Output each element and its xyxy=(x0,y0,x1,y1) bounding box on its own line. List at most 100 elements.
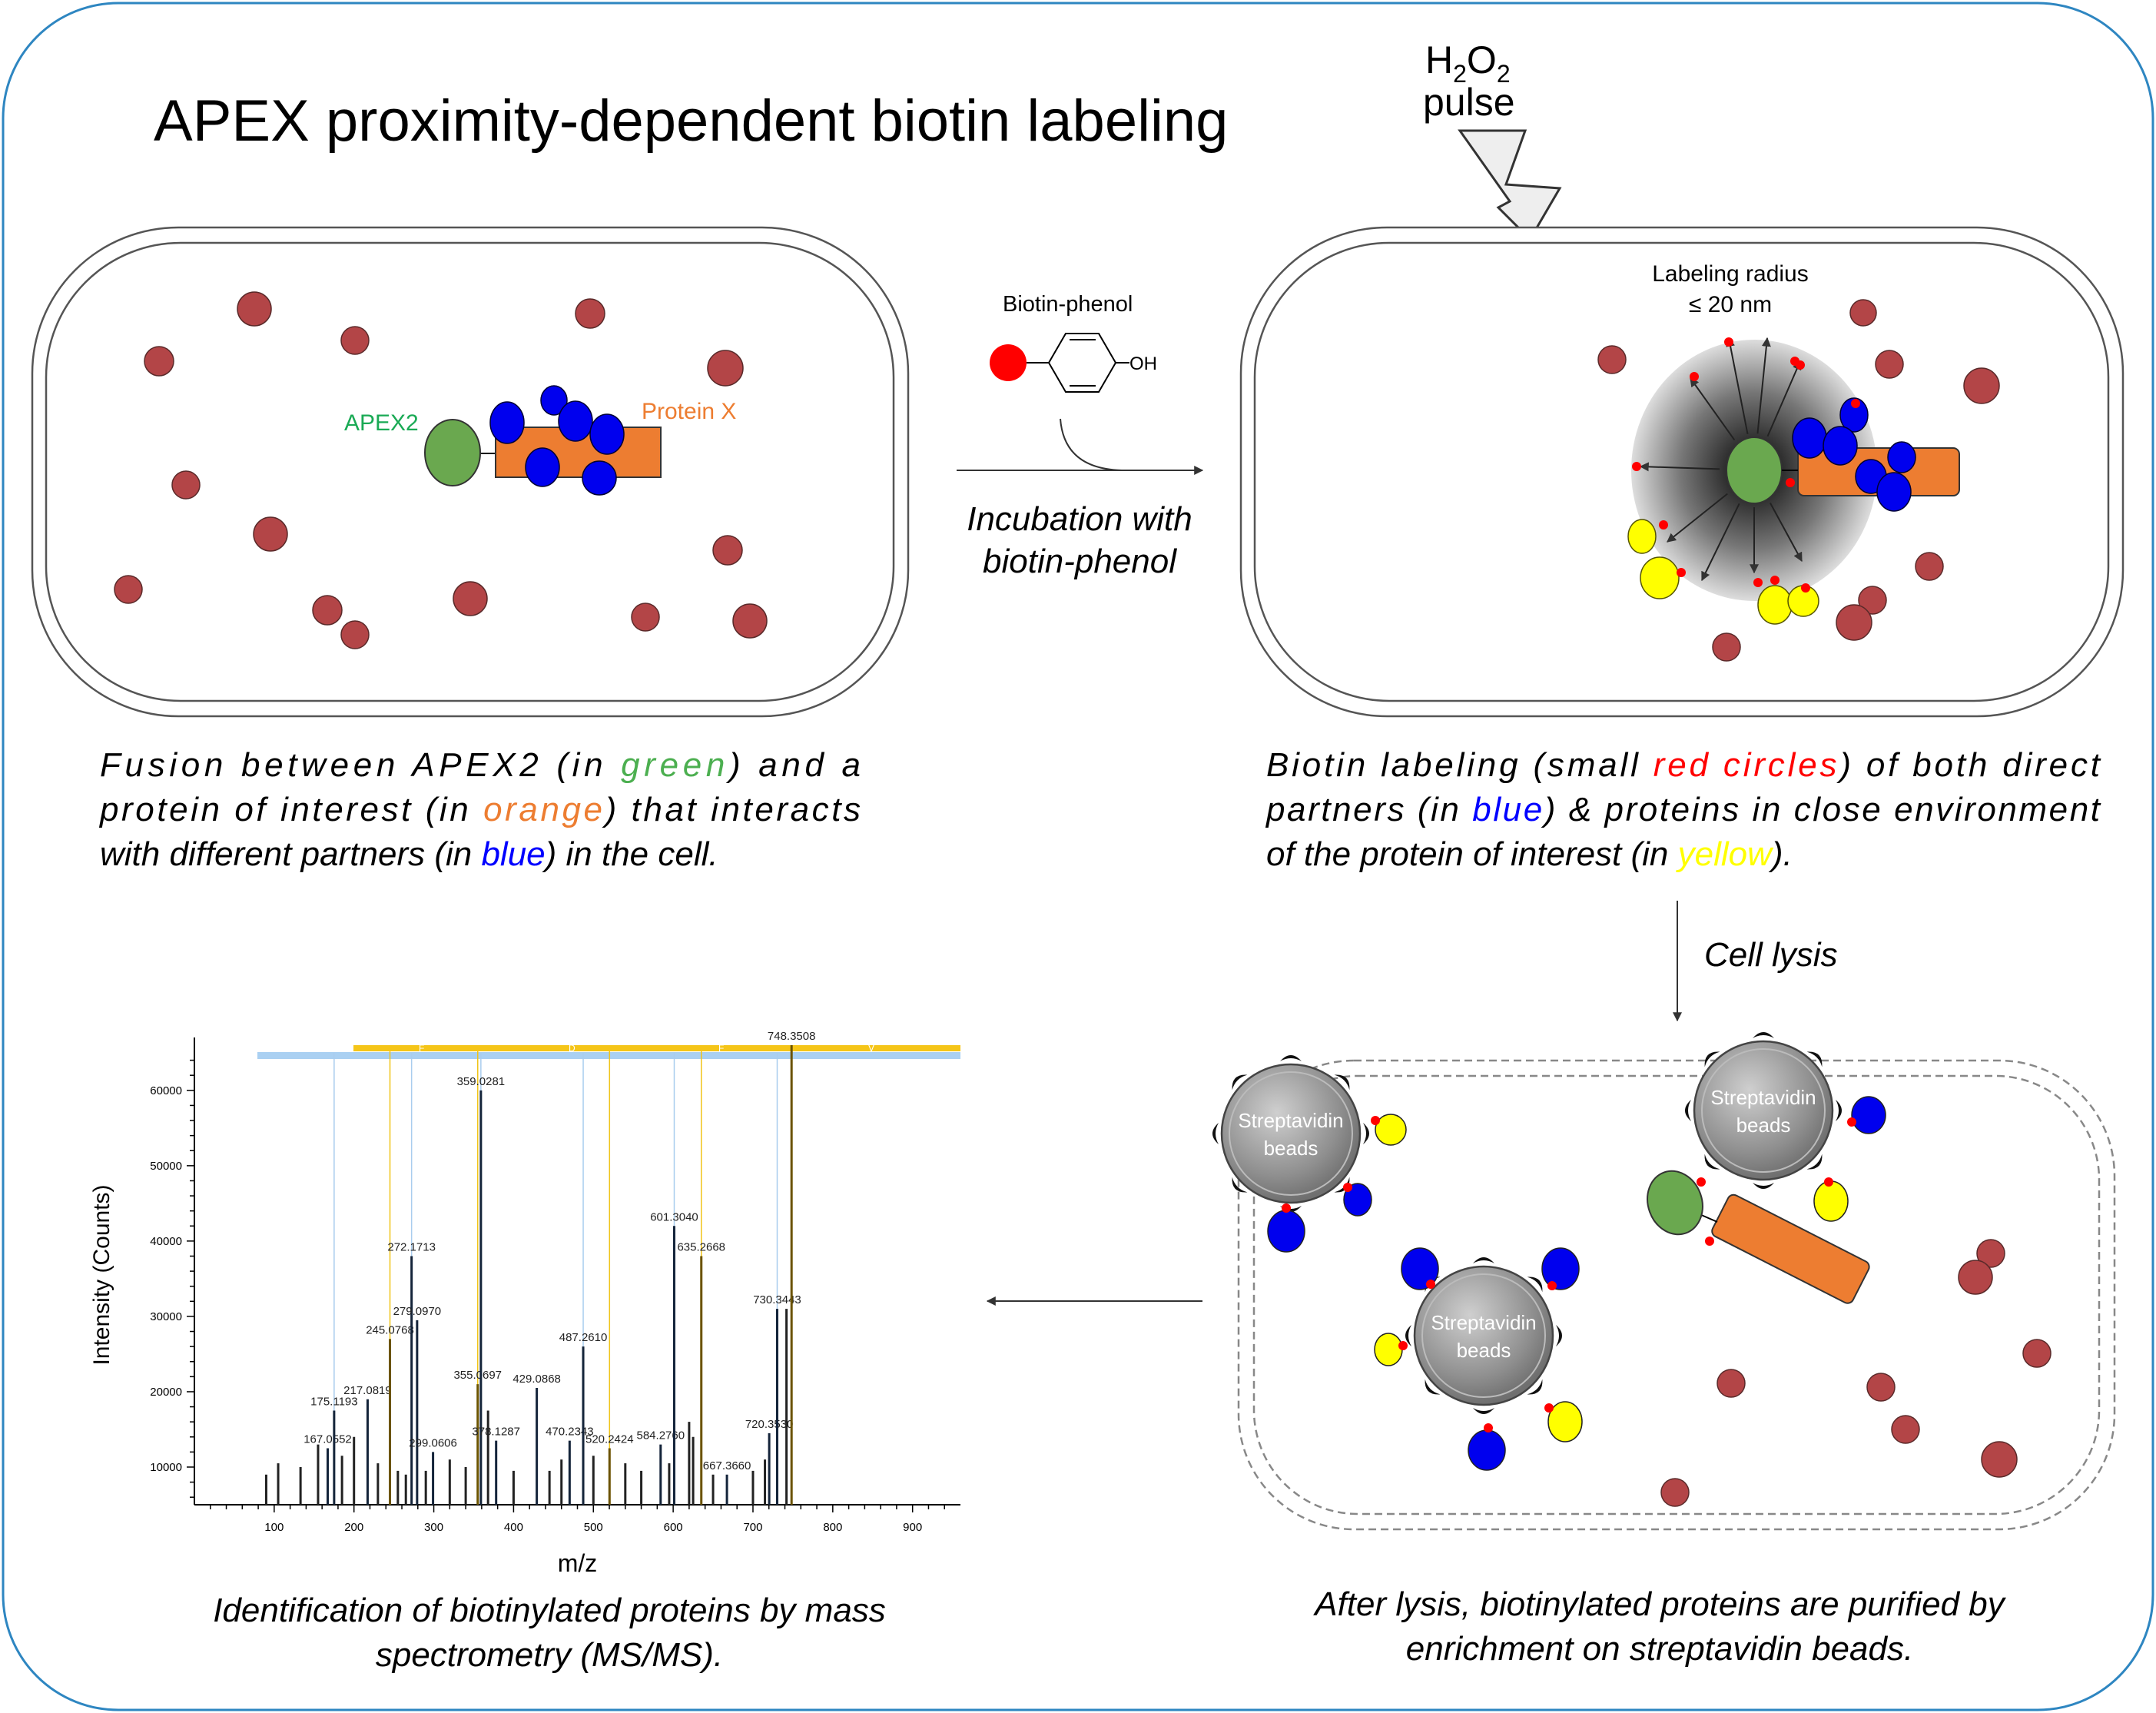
bead-label: beads xyxy=(1264,1137,1318,1160)
x-tick-label: 800 xyxy=(823,1521,842,1534)
h2o2-label: H2O2 xyxy=(1425,38,1511,88)
streptavidin-site xyxy=(1527,1379,1543,1395)
streptavidin-site xyxy=(1685,1100,1691,1121)
peak-label: 487.2610 xyxy=(559,1331,608,1344)
biotin-label-dot xyxy=(1753,578,1763,587)
x-tick-label: 500 xyxy=(584,1521,603,1534)
bead-label: beads xyxy=(1736,1114,1791,1137)
peak-label: 748.3508 xyxy=(768,1030,816,1043)
streptavidin-site xyxy=(1806,1051,1823,1067)
biotin-label-dot xyxy=(1724,337,1733,347)
y-tick-label: 30000 xyxy=(150,1310,182,1323)
peak-label: 359.0281 xyxy=(457,1075,506,1088)
streptavidin-site xyxy=(1753,1032,1774,1038)
panel-2-cell: Labeling radius ≤ 20 nm xyxy=(1239,226,2124,718)
protein-dot xyxy=(712,535,743,566)
caption-segment: red circles xyxy=(1653,746,1837,784)
biotin-label-dot xyxy=(1697,1177,1706,1187)
sequence-bar-b-ions xyxy=(257,1052,960,1059)
peak-label: 730.3443 xyxy=(753,1293,801,1306)
peak-label: 355.0697 xyxy=(453,1369,502,1382)
environment-protein xyxy=(1757,585,1793,625)
x-tick-label: 700 xyxy=(743,1521,762,1534)
protein-dot xyxy=(707,350,744,387)
protein-dot xyxy=(171,470,201,500)
streptavidin-site xyxy=(1527,1276,1543,1293)
apex2-protein-x-complex xyxy=(1647,1170,1870,1304)
streptavidin-site xyxy=(1425,1379,1441,1395)
biotin-label-dot xyxy=(1632,462,1641,471)
biotin-label-dot xyxy=(1343,1183,1352,1192)
biotin-label-dot xyxy=(1770,576,1780,585)
caption-segment: blue xyxy=(1472,791,1542,828)
protein-dot xyxy=(1717,1369,1746,1398)
biotin-label-dot xyxy=(1824,1177,1833,1187)
cap1-line: protein of interest (in orange) that int… xyxy=(98,791,861,828)
caption-segment: green xyxy=(621,746,725,784)
biotin-label-dot xyxy=(1544,1403,1554,1413)
biotin-label-dot xyxy=(1851,399,1860,408)
bead-rim xyxy=(1229,1071,1353,1196)
protein-dot xyxy=(1981,1441,2018,1478)
peak-label: 217.0819 xyxy=(343,1384,392,1397)
protein-dot xyxy=(1660,1478,1690,1507)
panel-1-cell: APEX2 Protein X xyxy=(31,226,910,718)
protein-dot xyxy=(253,516,288,552)
partner-protein xyxy=(540,385,568,416)
protein-dot xyxy=(1891,1415,1920,1444)
biotin-label-dot xyxy=(1282,1203,1291,1213)
biotin-label-dot xyxy=(1371,1116,1380,1125)
bead-label: Streptavidin xyxy=(1431,1311,1536,1334)
environment-protein xyxy=(1547,1401,1583,1442)
biotin-label-dot xyxy=(1796,360,1805,370)
apex2-enzyme xyxy=(424,419,481,486)
caption-segment: partners (in xyxy=(1265,791,1471,828)
y-axis-label: Intensity (Counts) xyxy=(89,1184,114,1365)
labeling-arrow xyxy=(1690,377,1736,441)
cap1-line: Fusion between APEX2 (in green) and a xyxy=(100,746,861,784)
streptavidin-site xyxy=(1704,1154,1720,1170)
caption-segment: with different partners (in xyxy=(100,835,481,873)
streptavidin-site xyxy=(1212,1123,1219,1144)
peak-label: 584.2760 xyxy=(637,1429,685,1442)
caption-segment: yellow xyxy=(1676,835,1774,873)
sequence-letter: I xyxy=(1018,1043,1020,1054)
panel-3-caption-line1: After lysis, biotinylated proteins are p… xyxy=(1312,1585,2007,1623)
cap2-line: Biotin labeling (small red circles) of b… xyxy=(1266,746,2101,784)
protein-x-label: Protein X xyxy=(642,399,736,424)
protein-dot xyxy=(1963,367,2000,404)
caption-segment: Fusion between APEX2 (in xyxy=(100,746,616,784)
protein-dot xyxy=(1915,552,1944,581)
protein-dot xyxy=(1976,1239,2005,1268)
environment-protein xyxy=(1813,1180,1849,1222)
peak-label: 378.1287 xyxy=(472,1426,520,1439)
streptavidin-site xyxy=(1232,1177,1248,1193)
biotin-label-dot xyxy=(1677,568,1686,577)
protein-dot xyxy=(144,346,174,377)
protein-dot xyxy=(1597,345,1627,374)
protein-dot xyxy=(2022,1339,2052,1368)
streptavidin-site xyxy=(1334,1074,1350,1091)
x-tick-label: 600 xyxy=(664,1521,683,1534)
partner-protein xyxy=(1876,472,1912,512)
protein-dot xyxy=(575,298,605,329)
partner-protein xyxy=(1851,1096,1886,1134)
streptavidin-site xyxy=(1280,1055,1302,1061)
labeling-arrow xyxy=(1766,360,1802,437)
bead-body xyxy=(1220,1063,1362,1204)
partner-protein xyxy=(1887,441,1916,473)
labeling-arrow xyxy=(1701,503,1740,582)
y-tick-label: 20000 xyxy=(150,1386,182,1399)
protein-dot xyxy=(453,581,488,616)
partner-protein xyxy=(1401,1247,1439,1290)
environment-protein xyxy=(1374,1333,1403,1366)
labeling-arrow xyxy=(1726,337,1749,435)
peak-label: 520.2424 xyxy=(585,1432,634,1446)
protein-dot xyxy=(732,603,768,639)
caption-segment: ) that interacts xyxy=(602,791,861,828)
protein-dot xyxy=(340,326,370,355)
panel-3-lysed-cell: StreptavidinbeadsStreptavidinbeadsStrept… xyxy=(1212,1032,2116,1531)
protein-dot xyxy=(1712,632,1741,662)
bead-label: Streptavidin xyxy=(1238,1109,1343,1132)
